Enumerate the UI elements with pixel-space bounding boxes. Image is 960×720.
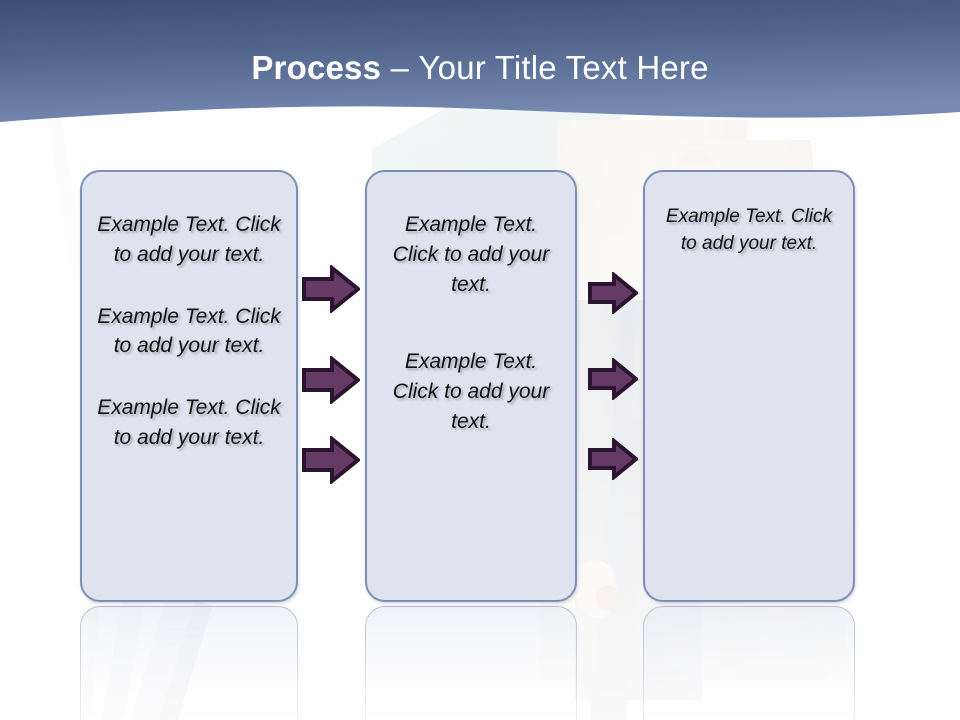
process-box-2-reflection — [365, 606, 577, 720]
process-box-1-text-3[interactable]: Example Text. Click to add your text. — [97, 396, 281, 450]
process-box-3-text-1[interactable]: Example Text. Click to add your text. — [665, 206, 833, 254]
process-box-1-reflection — [80, 606, 298, 720]
process-box-2-text-1[interactable]: Example Text. Click to add your text. — [392, 213, 550, 296]
title-bold-part: Process — [251, 49, 382, 86]
arrow-right-icon-1-1[interactable] — [302, 265, 360, 313]
background-right-vignette — [840, 0, 960, 720]
title-rest: Your Title Text Here — [418, 49, 709, 86]
arrow-right-icon-2-2[interactable] — [588, 358, 638, 400]
process-box-3-reflection — [643, 606, 855, 720]
arrow-right-icon-1-2[interactable] — [302, 356, 360, 404]
process-box-2-content: Example Text. Click to add your text. Ex… — [367, 210, 575, 437]
page-title: Process – Your Title Text Here — [0, 48, 960, 88]
arrow-right-icon-1-3[interactable] — [302, 436, 360, 484]
header-curve-shape — [0, 0, 960, 122]
process-box-3[interactable]: Example Text. Click to add your text. — [643, 170, 855, 602]
process-box-1-text-2[interactable]: Example Text. Click to add your text. — [97, 304, 281, 358]
arrow-right-icon-2-3[interactable] — [588, 438, 638, 480]
process-box-2-text-2[interactable]: Example Text. Click to add your text. — [392, 350, 550, 434]
title-dash: – — [390, 49, 410, 86]
arrow-right-icon-2-1[interactable] — [588, 272, 638, 314]
slide-header-banner: Process – Your Title Text Here — [0, 0, 960, 130]
process-box-2[interactable]: Example Text. Click to add your text. Ex… — [365, 170, 577, 602]
process-box-3-content: Example Text. Click to add your text. — [645, 204, 853, 258]
process-box-1[interactable]: Example Text. Click to add your text. Ex… — [80, 170, 298, 602]
process-box-1-content: Example Text. Click to add your text. Ex… — [82, 210, 296, 453]
process-box-1-text-1[interactable]: Example Text. Click to add your text. — [97, 213, 281, 266]
